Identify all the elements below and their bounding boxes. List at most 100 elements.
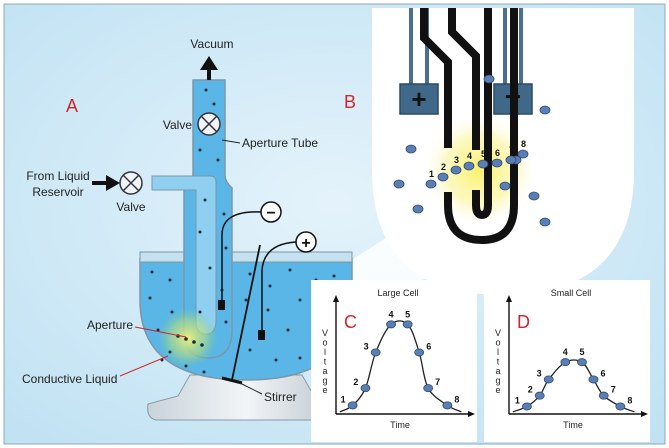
electrode-sign-positive-zoom: + (411, 84, 426, 114)
liquid-particle (148, 296, 152, 300)
tube-wall-outer (420, 8, 452, 148)
stray-cell (539, 105, 551, 115)
data-label-1: 1 (341, 394, 346, 404)
liquid-particle (156, 328, 160, 332)
aperture-cell (491, 158, 503, 168)
tube-wall-inner (448, 8, 480, 150)
aperture-cell-number: 8 (521, 139, 526, 149)
liquid-particle (198, 148, 202, 152)
liquid-particle (168, 350, 172, 354)
aperture-cell (463, 161, 475, 171)
data-point-4 (386, 320, 396, 329)
electrode-negative-icon (260, 201, 282, 223)
label-valve-left: Valve (116, 200, 145, 214)
y-axis-arrow (506, 295, 512, 302)
data-label-6: 6 (426, 341, 431, 351)
liquid-particle (286, 328, 290, 332)
liquid-particle (184, 364, 188, 368)
electrode-positive-a (258, 330, 265, 340)
data-point-8 (615, 402, 626, 411)
stirrer-rod (231, 244, 261, 381)
data-label-6: 6 (600, 368, 605, 378)
data-label-7: 7 (435, 377, 440, 387)
leader-aperture-tube (221, 139, 241, 144)
data-label-2: 2 (528, 385, 533, 395)
liquid-particle (212, 102, 216, 106)
liquid-particle (274, 358, 278, 362)
data-label-1: 1 (515, 395, 520, 405)
x-axis-arrow (468, 411, 475, 417)
liquid-particle (266, 308, 270, 312)
label-conductive-liquid: Conductive Liquid (22, 372, 117, 386)
liquid-particle (203, 198, 207, 202)
stray-cell (539, 217, 551, 227)
label-reservoir: Reservoir (32, 185, 83, 199)
leader-stirrer (239, 382, 263, 395)
aperture-cell (425, 179, 437, 189)
label-from-liquid: From Liquid (26, 169, 89, 183)
tube-wall-u (444, 8, 518, 245)
y-axis-arrow (333, 295, 339, 302)
aperture-glow (158, 308, 218, 368)
liquid-particle (224, 320, 228, 324)
data-label-3: 3 (364, 341, 369, 351)
liquid-particle (248, 348, 252, 352)
electrode-positive-icon (295, 231, 317, 253)
chart-c-panel (311, 280, 477, 442)
liquid-particle (168, 278, 172, 282)
x-axis-label: Time (563, 420, 583, 430)
liquid-particle (248, 272, 252, 276)
data-point-3 (543, 375, 554, 384)
electrode-wire-negative-a (221, 211, 263, 300)
liquid-particle (288, 268, 292, 272)
liquid-particle (332, 274, 336, 278)
data-label-4: 4 (389, 309, 394, 319)
chart-letter: C (344, 312, 357, 332)
data-point-6 (588, 375, 599, 384)
panel-a-apparatus: − + Vacuum Valve Aperture Tube From Liqu… (22, 37, 353, 421)
data-point-4 (560, 358, 571, 367)
leader-conductive-liquid (119, 355, 169, 377)
x-axis-arrow (641, 411, 648, 417)
aperture-cell-number: 5 (481, 149, 486, 159)
data-label-8: 8 (454, 394, 459, 404)
tube-wall-inner-u (472, 8, 492, 220)
data-label-7: 7 (611, 385, 616, 395)
stray-cell (483, 74, 495, 84)
liquid-particle (170, 310, 174, 314)
liquid-particle (198, 230, 202, 234)
chart-letter: D (517, 312, 530, 332)
stray-cell (405, 144, 417, 154)
aperture-cell-number: 3 (454, 155, 459, 165)
aperture-cell (450, 165, 462, 175)
chart-title: Large Cell (377, 288, 418, 298)
liquid-particle (224, 246, 228, 250)
electrode-wire-positive-a (261, 241, 297, 330)
liquid-particle (150, 270, 154, 274)
liquid-particle (216, 158, 220, 162)
chart-title: Small Cell (551, 288, 592, 298)
liquid-particle (244, 298, 248, 302)
liquid-particle (204, 88, 208, 92)
data-point-1 (347, 401, 358, 410)
data-point-2 (360, 384, 371, 393)
data-label-2: 2 (353, 377, 358, 387)
voltage-curve (512, 359, 635, 413)
aperture-cell-number: 4 (467, 151, 472, 161)
data-point-5 (402, 320, 413, 329)
data-label-8: 8 (627, 395, 632, 405)
label-aperture: Aperture (87, 318, 133, 332)
liquid-particle (198, 310, 202, 314)
data-label-4: 4 (563, 347, 568, 357)
data-point-2 (534, 391, 545, 400)
electrode-sign-negative: − (266, 205, 275, 222)
liquid-particle (208, 266, 212, 270)
data-point-1 (522, 402, 532, 411)
aperture-particle (184, 337, 188, 341)
